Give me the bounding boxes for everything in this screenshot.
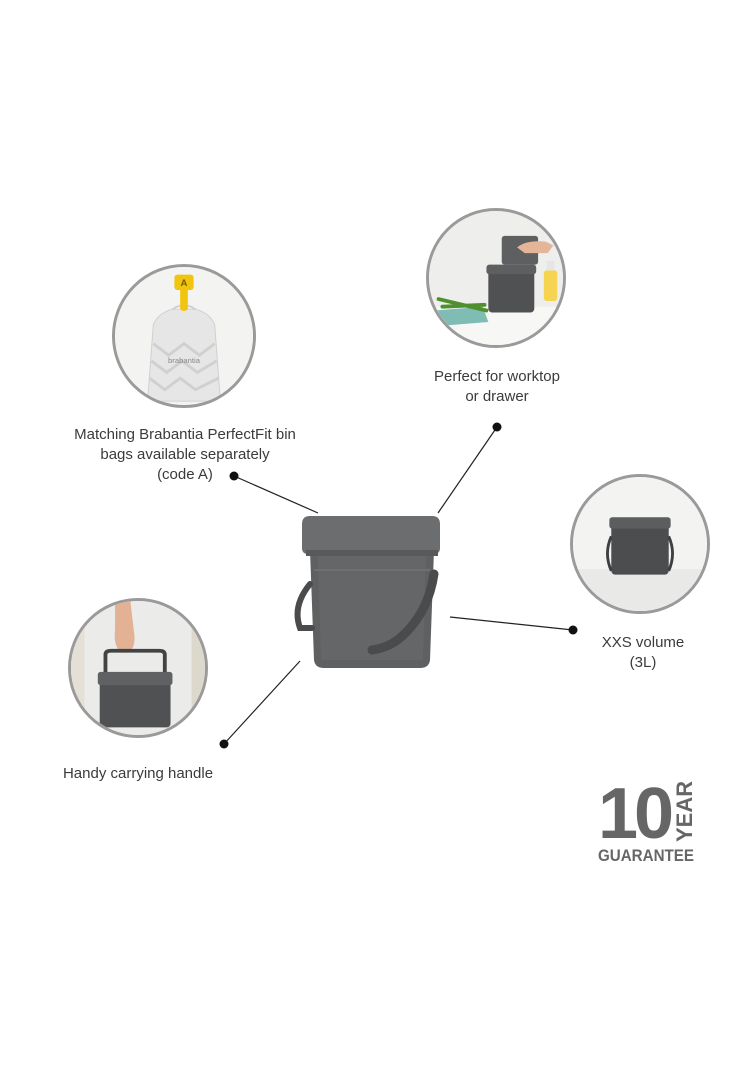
bin-bag-illustration: brabantia A	[115, 267, 253, 405]
handle-illustration	[71, 601, 205, 735]
callout-bags-label: Matching Brabantia PerfectFit bin bags a…	[74, 426, 296, 483]
callout-worktop-label: Perfect for worktop or drawer	[434, 368, 560, 405]
volume-illustration	[573, 477, 707, 611]
leader-line-worktop	[437, 426, 498, 514]
svg-text:A: A	[181, 278, 188, 289]
leader-dot-volume	[568, 625, 578, 635]
guarantee-number: 10	[598, 774, 672, 854]
handle-photo	[68, 598, 208, 738]
guarantee-word: GUARANTEE	[598, 846, 694, 864]
volume-photo	[570, 474, 710, 614]
guarantee-year: YEAR	[672, 781, 696, 842]
svg-text:brabantia: brabantia	[168, 356, 201, 365]
bin-bag-photo: brabantia A	[112, 264, 256, 408]
leader-dot-worktop	[492, 422, 502, 432]
callout-handle-label: Handy carrying handle	[62, 765, 214, 782]
ten-year-guarantee-badge: 10 YEAR GUARANTEE	[598, 774, 696, 864]
callout-volume-label: XXS volume (3L)	[601, 634, 685, 671]
leader-dot-handle	[219, 739, 229, 749]
leader-line-handle	[223, 660, 301, 745]
worktop-photo	[426, 208, 566, 348]
worktop-illustration	[429, 211, 563, 345]
leader-line-volume	[449, 616, 574, 631]
compost-bin-product	[294, 516, 440, 668]
